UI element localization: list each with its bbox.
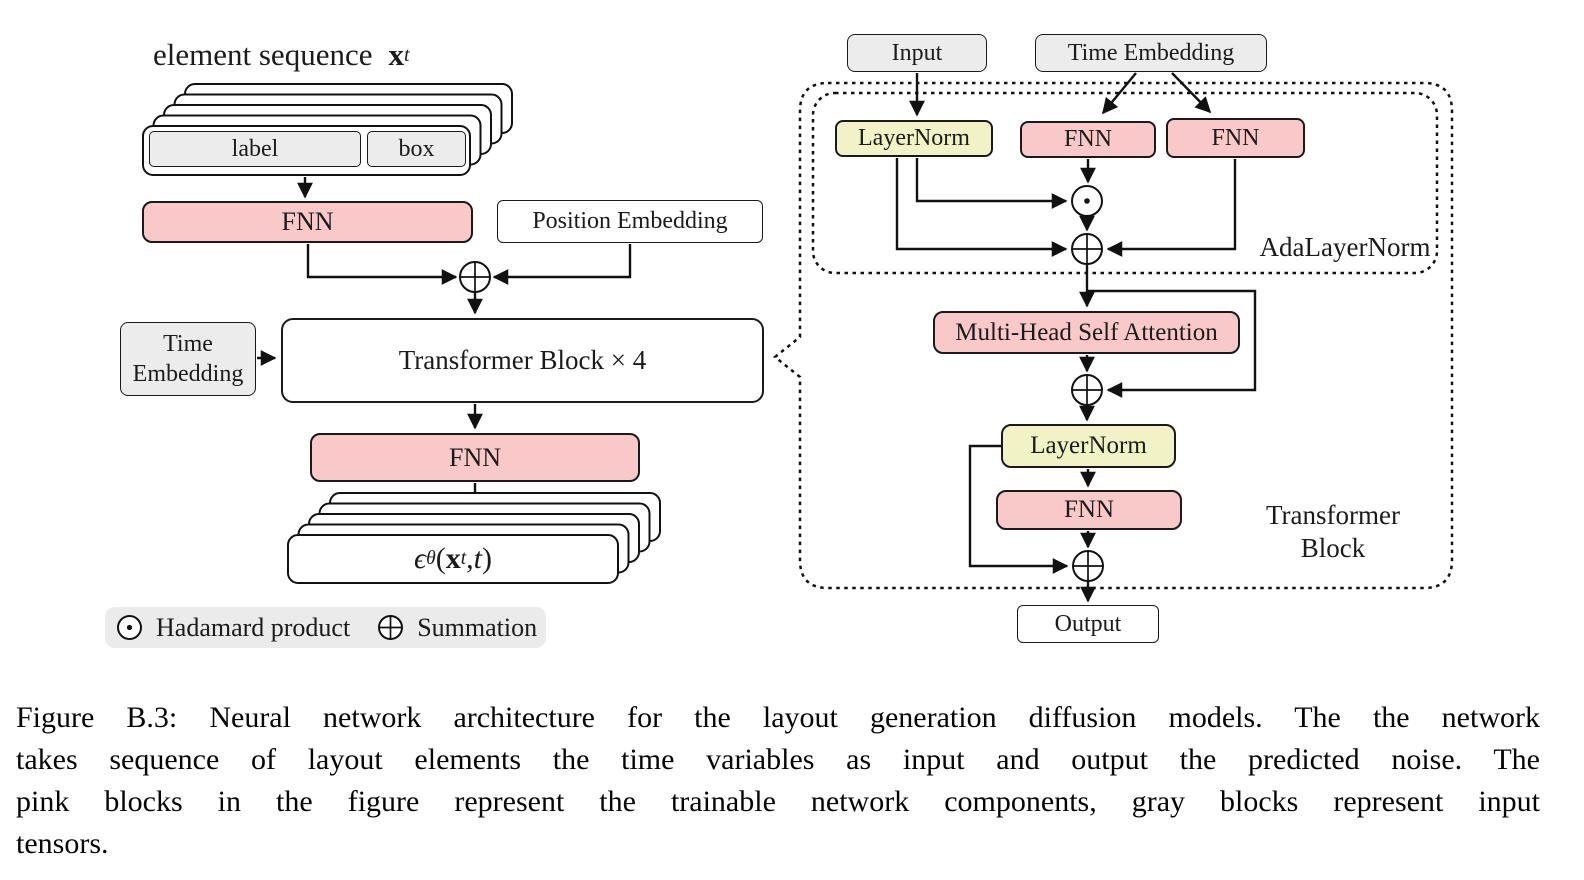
caption-line: pink blocks in the figure represent the …: [16, 785, 1540, 818]
box-field: box: [367, 131, 466, 167]
transformer-block-label-line1: Transformer: [1266, 500, 1400, 530]
hadamard-legend-label: Hadamard product: [156, 612, 351, 642]
time-embedding-label: Time Embedding: [1067, 39, 1235, 66]
multi-head-self-attention-block: Multi-Head Self Attention: [933, 311, 1240, 354]
fnn-label: FNN: [1063, 126, 1112, 152]
layernorm-label: LayerNorm: [858, 125, 970, 151]
x-subscript: t: [460, 548, 467, 569]
fnn-label: FNN: [448, 442, 501, 472]
caption-line: Figure B.3: Neural network architecture …: [16, 701, 1540, 734]
fnn-label: FNN: [281, 207, 334, 236]
summation-icon: [378, 615, 404, 640]
layernorm-label: LayerNorm: [1030, 432, 1147, 459]
paren-open: (: [435, 542, 446, 575]
x-variable: x: [445, 542, 461, 575]
mhsa-label: Multi-Head Self Attention: [955, 318, 1218, 346]
time-embedding-line2: Embedding: [132, 361, 244, 387]
hadamard-node: [1071, 185, 1103, 217]
transformer-block-x4-label: Transformer Block × 4: [398, 345, 647, 375]
transformer-block-dashed-border: [772, 81, 1454, 590]
theta-subscript: θ: [426, 548, 436, 569]
fnn-label: FNN: [1211, 124, 1260, 151]
adalayernorm-dashed-border: [811, 91, 1439, 275]
summation-node-mhsa: [1071, 374, 1103, 406]
legend: Hadamard product Summation: [105, 607, 546, 648]
output-label: Output: [1054, 610, 1122, 637]
time-embedding-block-right: Time Embedding: [1035, 34, 1267, 72]
summation-node-left: [459, 261, 491, 293]
position-embedding-label: Position Embedding: [532, 208, 728, 234]
right-arrows: [895, 72, 1257, 603]
fnn-block-feedforward: FNN: [996, 490, 1182, 530]
input-block: Input: [847, 34, 987, 72]
fnn-block-scale: FNN: [1020, 121, 1156, 158]
output-block: Output: [1017, 605, 1159, 643]
fnn-block-bottom-left: FNN: [310, 433, 640, 482]
transformer-block-x4: Transformer Block × 4: [281, 318, 764, 403]
epsilon-symbol: ϵ: [414, 542, 427, 575]
layernorm-block-2: LayerNorm: [1001, 424, 1176, 468]
transformer-block-label-line2: Block: [1300, 533, 1366, 563]
caption-line: takes sequence of layout elements the ti…: [16, 743, 1540, 776]
layernorm-block-ada: LayerNorm: [835, 120, 993, 157]
t-variable: t: [473, 542, 482, 575]
fnn-block-shift: FNN: [1166, 118, 1305, 158]
comma: ,: [466, 542, 474, 575]
box-field-text: box: [398, 135, 435, 162]
input-label: Input: [891, 39, 943, 66]
time-embedding-block-left: Time Embedding: [120, 322, 256, 396]
caption-line: tensors.: [16, 827, 109, 860]
title-subscript: t: [403, 43, 410, 66]
adalayernorm-label-text: AdaLayerNorm: [1259, 231, 1431, 262]
label-field: label: [149, 131, 361, 167]
figure-caption: Figure B.3: Neural network architecture …: [16, 697, 1540, 865]
title-text: element sequence: [153, 37, 373, 72]
title-variable: x: [388, 37, 404, 72]
noise-output-stack: [287, 492, 661, 584]
adalayernorm-label: AdaLayerNorm: [1245, 232, 1445, 262]
label-field-text: label: [231, 135, 279, 162]
summation-node-ffn: [1072, 550, 1104, 582]
summation-legend-label: Summation: [417, 612, 538, 642]
transformer-block-label: Transformer Block: [1238, 498, 1428, 566]
time-embedding-line1: Time: [163, 331, 213, 357]
fnn-label: FNN: [1063, 496, 1114, 523]
position-embedding-block: Position Embedding: [497, 200, 763, 243]
summation-node-ada: [1071, 233, 1103, 265]
hadamard-product-icon: [117, 615, 142, 640]
fnn-block-top-left: FNN: [142, 201, 473, 243]
paren-close: ): [481, 542, 492, 575]
